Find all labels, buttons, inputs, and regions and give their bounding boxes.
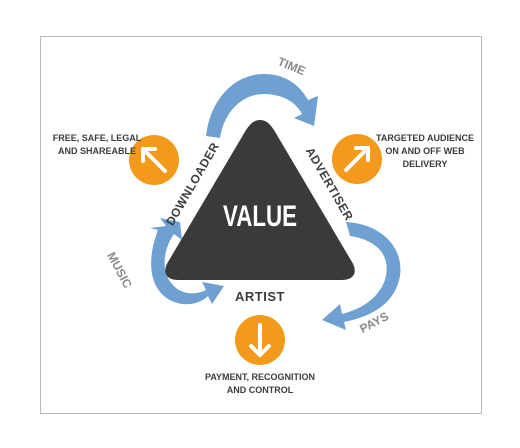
downloader-benefit-line-2: AND SHAREABLE bbox=[58, 146, 136, 156]
arrow-down-icon bbox=[249, 323, 271, 357]
arrow-up-left-icon bbox=[141, 147, 167, 173]
flow-arrows bbox=[150, 74, 401, 330]
advertiser-benefit: TARGETED AUDIENCE ON AND OFF WEB DELIVER… bbox=[332, 133, 474, 184]
side-label-artist: ARTIST bbox=[235, 289, 285, 304]
downloader-benefit: FREE, SAFE, LEGAL AND SHAREABLE bbox=[53, 133, 179, 185]
advertiser-benefit-line-1: TARGETED AUDIENCE bbox=[376, 133, 474, 143]
artist-benefit: PAYMENT, RECOGNITION AND CONTROL bbox=[205, 315, 315, 395]
advertiser-benefit-line-2: ON AND OFF WEB bbox=[385, 146, 465, 156]
arrow-up-right-icon bbox=[344, 146, 370, 172]
value-triangle bbox=[165, 120, 355, 280]
downloader-benefit-line-1: FREE, SAFE, LEGAL bbox=[53, 133, 142, 143]
music-flow-arrow bbox=[150, 218, 224, 305]
center-label: VALUE bbox=[223, 200, 297, 233]
pays-flow-arrow bbox=[322, 222, 401, 330]
artist-benefit-line-1: PAYMENT, RECOGNITION bbox=[205, 372, 315, 382]
artist-benefit-line-2: AND CONTROL bbox=[227, 385, 294, 395]
time-flow-arrow bbox=[206, 74, 318, 138]
advertiser-benefit-line-3: DELIVERY bbox=[403, 159, 448, 169]
